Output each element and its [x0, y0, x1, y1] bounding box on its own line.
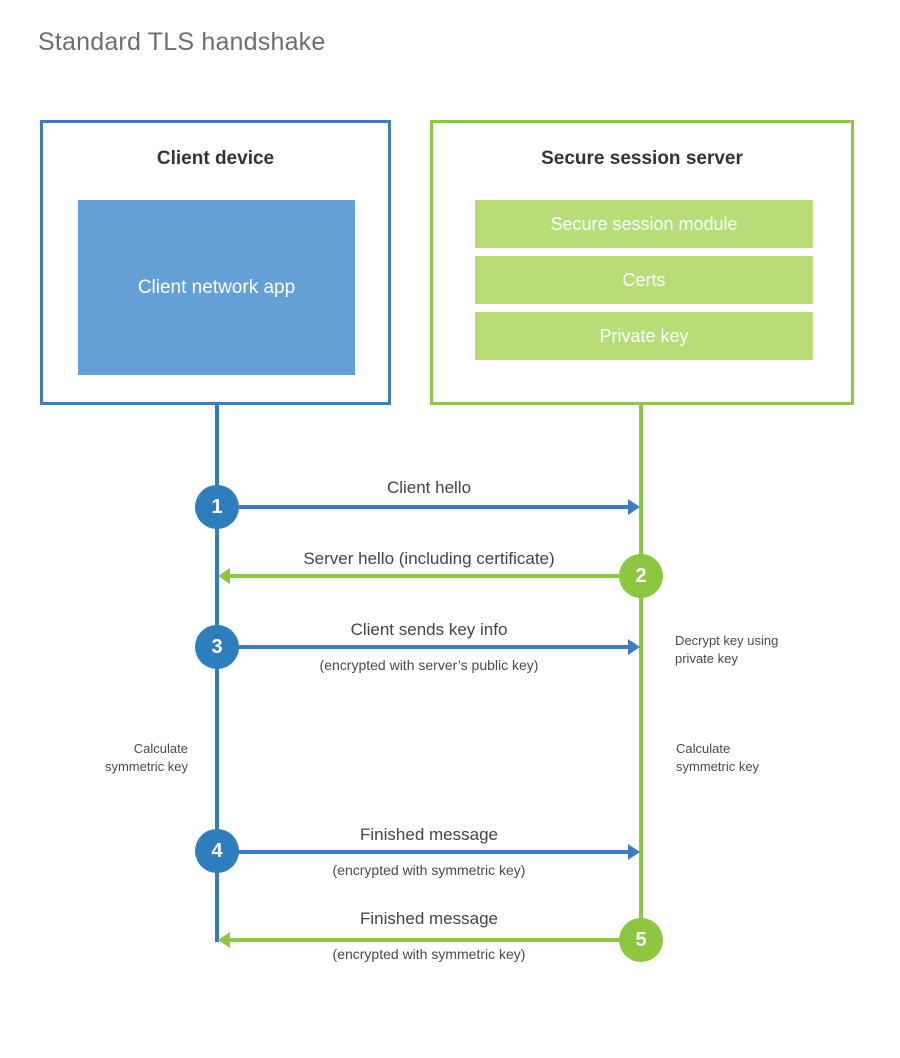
arrow-head-right-icon	[628, 844, 640, 860]
step-1-label: Client hello	[386, 478, 472, 497]
step-1-arrow	[217, 499, 640, 515]
step-4-label: Finished message	[360, 825, 498, 844]
secure-session-server-box: Secure session server Secure session mod…	[430, 120, 854, 405]
step-5-arrow	[218, 932, 641, 948]
step-5-circle[interactable]: 5	[619, 918, 663, 962]
client-device-box: Client device Client network app	[40, 120, 391, 405]
step-2-label: Server hello (including certificate)	[303, 549, 555, 568]
arrow-head-left-icon	[218, 568, 230, 584]
server-module-private-key: Private key	[475, 312, 813, 360]
secure-session-server-title: Secure session server	[541, 148, 743, 169]
server-module-secure-session: Secure session module	[475, 200, 813, 248]
step-3-sublabel: (encrypted with server’s public key)	[319, 657, 539, 673]
server-module-certs: Certs	[475, 256, 813, 304]
step-3-arrow	[217, 639, 640, 655]
client-network-app-block: Client network app	[78, 200, 355, 375]
step-3-circle[interactable]: 3	[195, 625, 239, 669]
step-2-arrow	[218, 568, 641, 584]
step-4-arrow	[217, 844, 640, 860]
client-lifeline	[215, 404, 219, 942]
step-5-sublabel: (encrypted with symmetric key)	[332, 946, 526, 962]
step-4-sublabel: (encrypted with symmetric key)	[332, 862, 526, 878]
page-title: Standard TLS handshake	[38, 28, 326, 56]
arrow-head-right-icon	[628, 639, 640, 655]
step-3-label: Client sends key info	[350, 620, 508, 639]
step-1-circle[interactable]: 1	[195, 485, 239, 529]
step-2-circle[interactable]: 2	[619, 554, 663, 598]
server-module-list: Secure session module Certs Private key	[475, 200, 813, 360]
step-5-label: Finished message	[360, 909, 498, 928]
client-device-title: Client device	[156, 148, 275, 169]
arrow-head-right-icon	[628, 499, 640, 515]
step-4-circle[interactable]: 4	[195, 829, 239, 873]
arrow-head-left-icon	[218, 932, 230, 948]
server-lifeline	[639, 404, 643, 940]
